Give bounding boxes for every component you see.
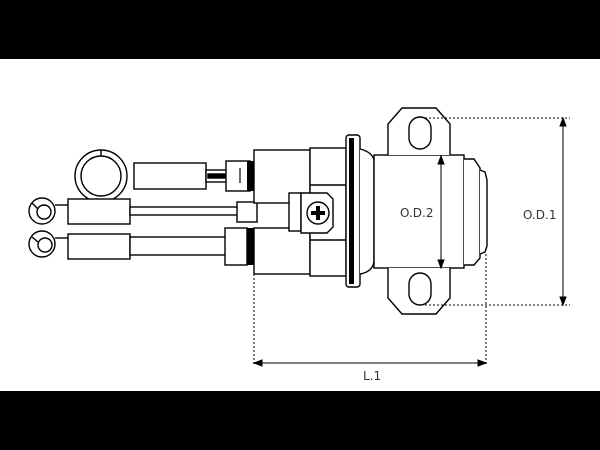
solenoid-flange [345,134,375,288]
label-l1: L.1 [363,369,381,383]
ring-terminal-large [74,149,255,203]
letterbox-top [0,0,600,59]
solenoid-diagram: O.D.2 O.D.1 L.1 [28,107,570,383]
dimension-od2 [437,154,445,270]
ring-terminal-small-1 [28,197,258,225]
label-od1: O.D.1 [523,208,556,222]
label-od2: O.D.2 [400,206,433,220]
solenoid-cylinder [373,154,488,269]
ring-terminal-small-2 [28,227,255,266]
mounting-ear-bottom [387,268,451,315]
dimension-od1 [425,116,570,307]
screw-terminal [288,192,334,234]
letterbox-bottom [0,391,600,450]
dimension-l1 [252,254,488,367]
drawing-canvas: O.D.2 O.D.1 L.1 [0,59,600,391]
mounting-ear-top [387,107,451,155]
